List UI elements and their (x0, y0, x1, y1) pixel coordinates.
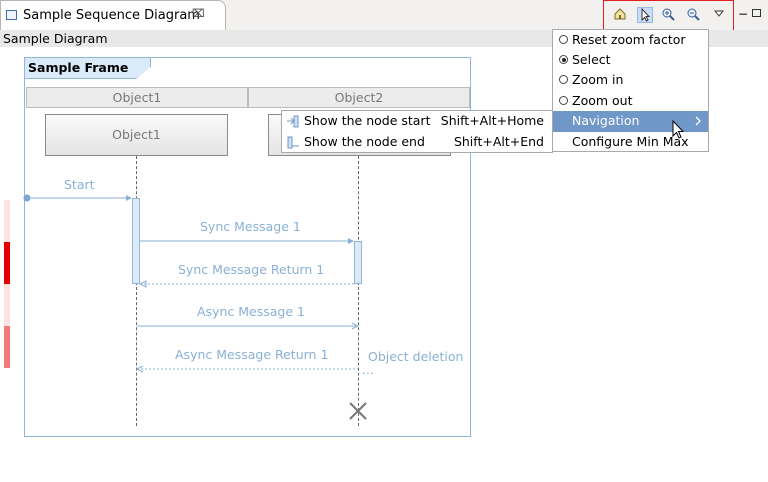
menu-item-navigation[interactable]: Navigation (553, 111, 708, 132)
message-object-deletion[interactable]: Object deletion (368, 349, 464, 364)
menu-item-label: Show the node start (304, 113, 431, 128)
chevron-right-icon (694, 111, 702, 137)
overview-marker (4, 326, 10, 368)
overview-marker (4, 284, 10, 326)
message-async-return-1[interactable]: Async Message Return 1 (175, 347, 329, 362)
menu-item-select[interactable]: Select (553, 50, 708, 71)
menu-item-label: Select (572, 52, 611, 67)
overview-marker (4, 200, 10, 242)
zoom-out-icon[interactable] (685, 7, 701, 23)
message-async-1[interactable]: Async Message 1 (197, 304, 305, 319)
menu-item-zoom-in[interactable]: Zoom in (553, 70, 708, 91)
menu-item-label: Reset zoom factor (572, 32, 686, 47)
menu-item-label: Zoom in (572, 72, 624, 87)
menu-item-label: Show the node end (304, 134, 425, 149)
execution-occurrence-object1[interactable] (132, 198, 140, 284)
menu-item-show-node-end[interactable]: Show the node end Shift+Alt+End (282, 132, 552, 152)
menu-item-reset-zoom[interactable]: Reset zoom factor (553, 30, 708, 51)
menu-item-zoom-out[interactable]: Zoom out (553, 91, 708, 112)
lifeline-object1[interactable]: Object1 (45, 114, 228, 156)
lifeline-line-object2 (358, 156, 359, 426)
frame-label: Sample Frame (25, 58, 152, 79)
maximize-icon[interactable] (752, 9, 761, 17)
zoom-dropdown-menu: Reset zoom factor Select Zoom in Zoom ou… (552, 29, 709, 152)
overview-marker-active (4, 242, 10, 284)
column-header-object1: Object1 (26, 87, 248, 108)
dropdown-menu-icon[interactable] (711, 7, 727, 23)
minimize-icon[interactable]: − (738, 7, 749, 21)
menu-item-label: Navigation (572, 113, 640, 128)
menu-item-accelerator: Shift+Alt+Home (440, 113, 544, 128)
message-start[interactable]: Start (64, 177, 95, 192)
home-icon[interactable] (612, 7, 628, 23)
tab-title: Sample Sequence Diagram (23, 8, 200, 23)
node-end-icon (286, 135, 300, 155)
mouse-cursor-icon (672, 119, 686, 144)
message-sync-1[interactable]: Sync Message 1 (200, 219, 301, 234)
radio-selected-icon (559, 55, 568, 64)
execution-occurrence-object2[interactable] (354, 241, 362, 284)
select-arrow-icon[interactable] (637, 7, 653, 23)
radio-icon (559, 35, 568, 44)
diagram-icon (6, 10, 17, 20)
node-start-icon (286, 114, 300, 134)
menu-item-configure-min-max[interactable]: Configure Min Max (553, 132, 708, 153)
zoom-in-icon[interactable] (660, 7, 676, 23)
sequence-frame (24, 57, 471, 437)
radio-icon (559, 96, 568, 105)
menu-item-show-node-start[interactable]: Show the node start Shift+Alt+Home (282, 111, 552, 131)
tab-sample-sequence-diagram[interactable]: Sample Sequence Diagram ⌧ (0, 0, 226, 30)
radio-icon (559, 75, 568, 84)
close-icon[interactable]: ⌧ (192, 7, 205, 20)
lifeline-line-object1 (136, 156, 137, 426)
navigation-submenu: Show the node start Shift+Alt+Home Show … (281, 110, 553, 153)
diagram-title: Sample Diagram (3, 31, 108, 46)
column-header-object2: Object2 (248, 87, 470, 108)
menu-item-accelerator: Shift+Alt+End (453, 134, 544, 149)
menu-item-label: Configure Min Max (572, 134, 689, 149)
message-sync-return-1[interactable]: Sync Message Return 1 (178, 262, 325, 277)
deletion-ellipsis: ... (362, 362, 374, 377)
menu-item-label: Zoom out (572, 93, 633, 108)
